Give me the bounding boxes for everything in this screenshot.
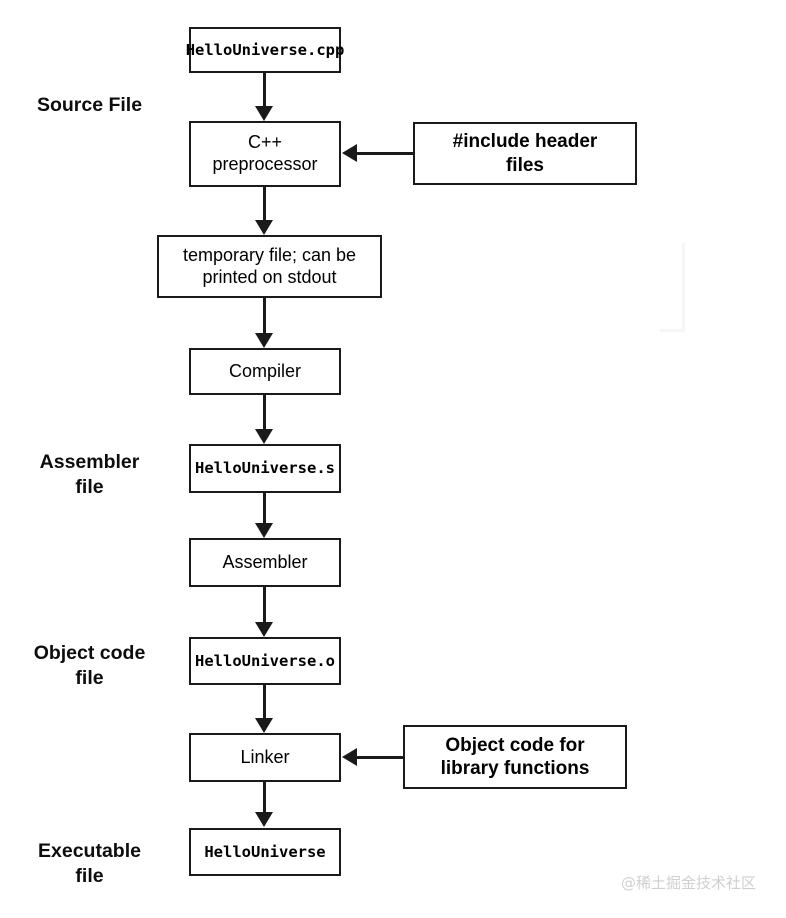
background-artifact <box>660 243 685 332</box>
node-object-file-label: HelloUniverse.o <box>195 651 335 670</box>
node-preprocessor: C++ preprocessor <box>189 121 341 187</box>
node-temporary-file: temporary file; can be printed on stdout <box>157 235 382 298</box>
node-temporary-file-label: temporary file; can be printed on stdout <box>182 244 357 287</box>
watermark-text: @稀土掘金技术社区 <box>621 874 757 892</box>
arrowhead-linker-to-executable <box>255 812 273 827</box>
node-linker-label: Linker <box>240 746 290 767</box>
node-executable: HelloUniverse <box>189 828 341 876</box>
connector-assembly-to-assembler <box>263 493 266 526</box>
node-assembler-label: Assembler <box>222 551 308 572</box>
arrowhead-temp-to-compiler <box>255 333 273 348</box>
node-include-headers-label: #include header files <box>452 131 598 176</box>
arrowhead-assembler-to-object <box>255 622 273 637</box>
background-artifact-2 <box>600 0 615 42</box>
stage-label-object-code-file: Object code file <box>33 642 146 689</box>
arrowhead-preprocessor-to-temp <box>255 220 273 235</box>
connector-source-to-preprocessor <box>263 73 266 109</box>
node-source-file-label: HelloUniverse.cpp <box>185 40 345 59</box>
node-assembly-file-label: HelloUniverse.s <box>195 459 335 478</box>
arrowhead-compiler-to-assembly <box>255 429 273 444</box>
stage-label-executable-file: Executable file <box>38 840 141 887</box>
arrowhead-library-to-linker <box>342 748 357 766</box>
arrowhead-assembly-to-assembler <box>255 523 273 538</box>
node-source-file: HelloUniverse.cpp <box>186 27 344 73</box>
connector-include-to-preprocessor <box>357 152 415 155</box>
connector-library-to-linker <box>357 756 405 759</box>
connector-compiler-to-assembly <box>263 395 266 432</box>
node-include-headers: #include header files <box>413 122 637 185</box>
node-assembler: Assembler <box>189 538 341 587</box>
arrowhead-source-to-preprocessor <box>255 106 273 121</box>
node-linker: Linker <box>189 733 341 782</box>
node-library-objects: Object code for library functions <box>403 725 627 789</box>
node-executable-label: HelloUniverse <box>204 842 326 861</box>
connector-linker-to-executable <box>263 782 266 814</box>
node-library-objects-label: Object code for library functions <box>440 734 590 779</box>
arrowhead-include-to-preprocessor <box>342 144 357 162</box>
node-object-file: HelloUniverse.o <box>189 637 341 685</box>
stage-label-source-file: Source File <box>36 94 143 116</box>
connector-temp-to-compiler <box>263 298 266 336</box>
node-preprocessor-label: C++ preprocessor <box>212 132 318 174</box>
node-compiler: Compiler <box>189 348 341 395</box>
connector-object-to-linker <box>263 685 266 719</box>
node-assembly-file: HelloUniverse.s <box>189 444 341 493</box>
connector-preprocessor-to-temp <box>263 187 266 223</box>
arrowhead-object-to-linker <box>255 718 273 733</box>
stage-label-assembler-file: Assembler file <box>39 451 140 498</box>
node-compiler-label: Compiler <box>228 360 302 381</box>
connector-assembler-to-object <box>263 587 266 625</box>
